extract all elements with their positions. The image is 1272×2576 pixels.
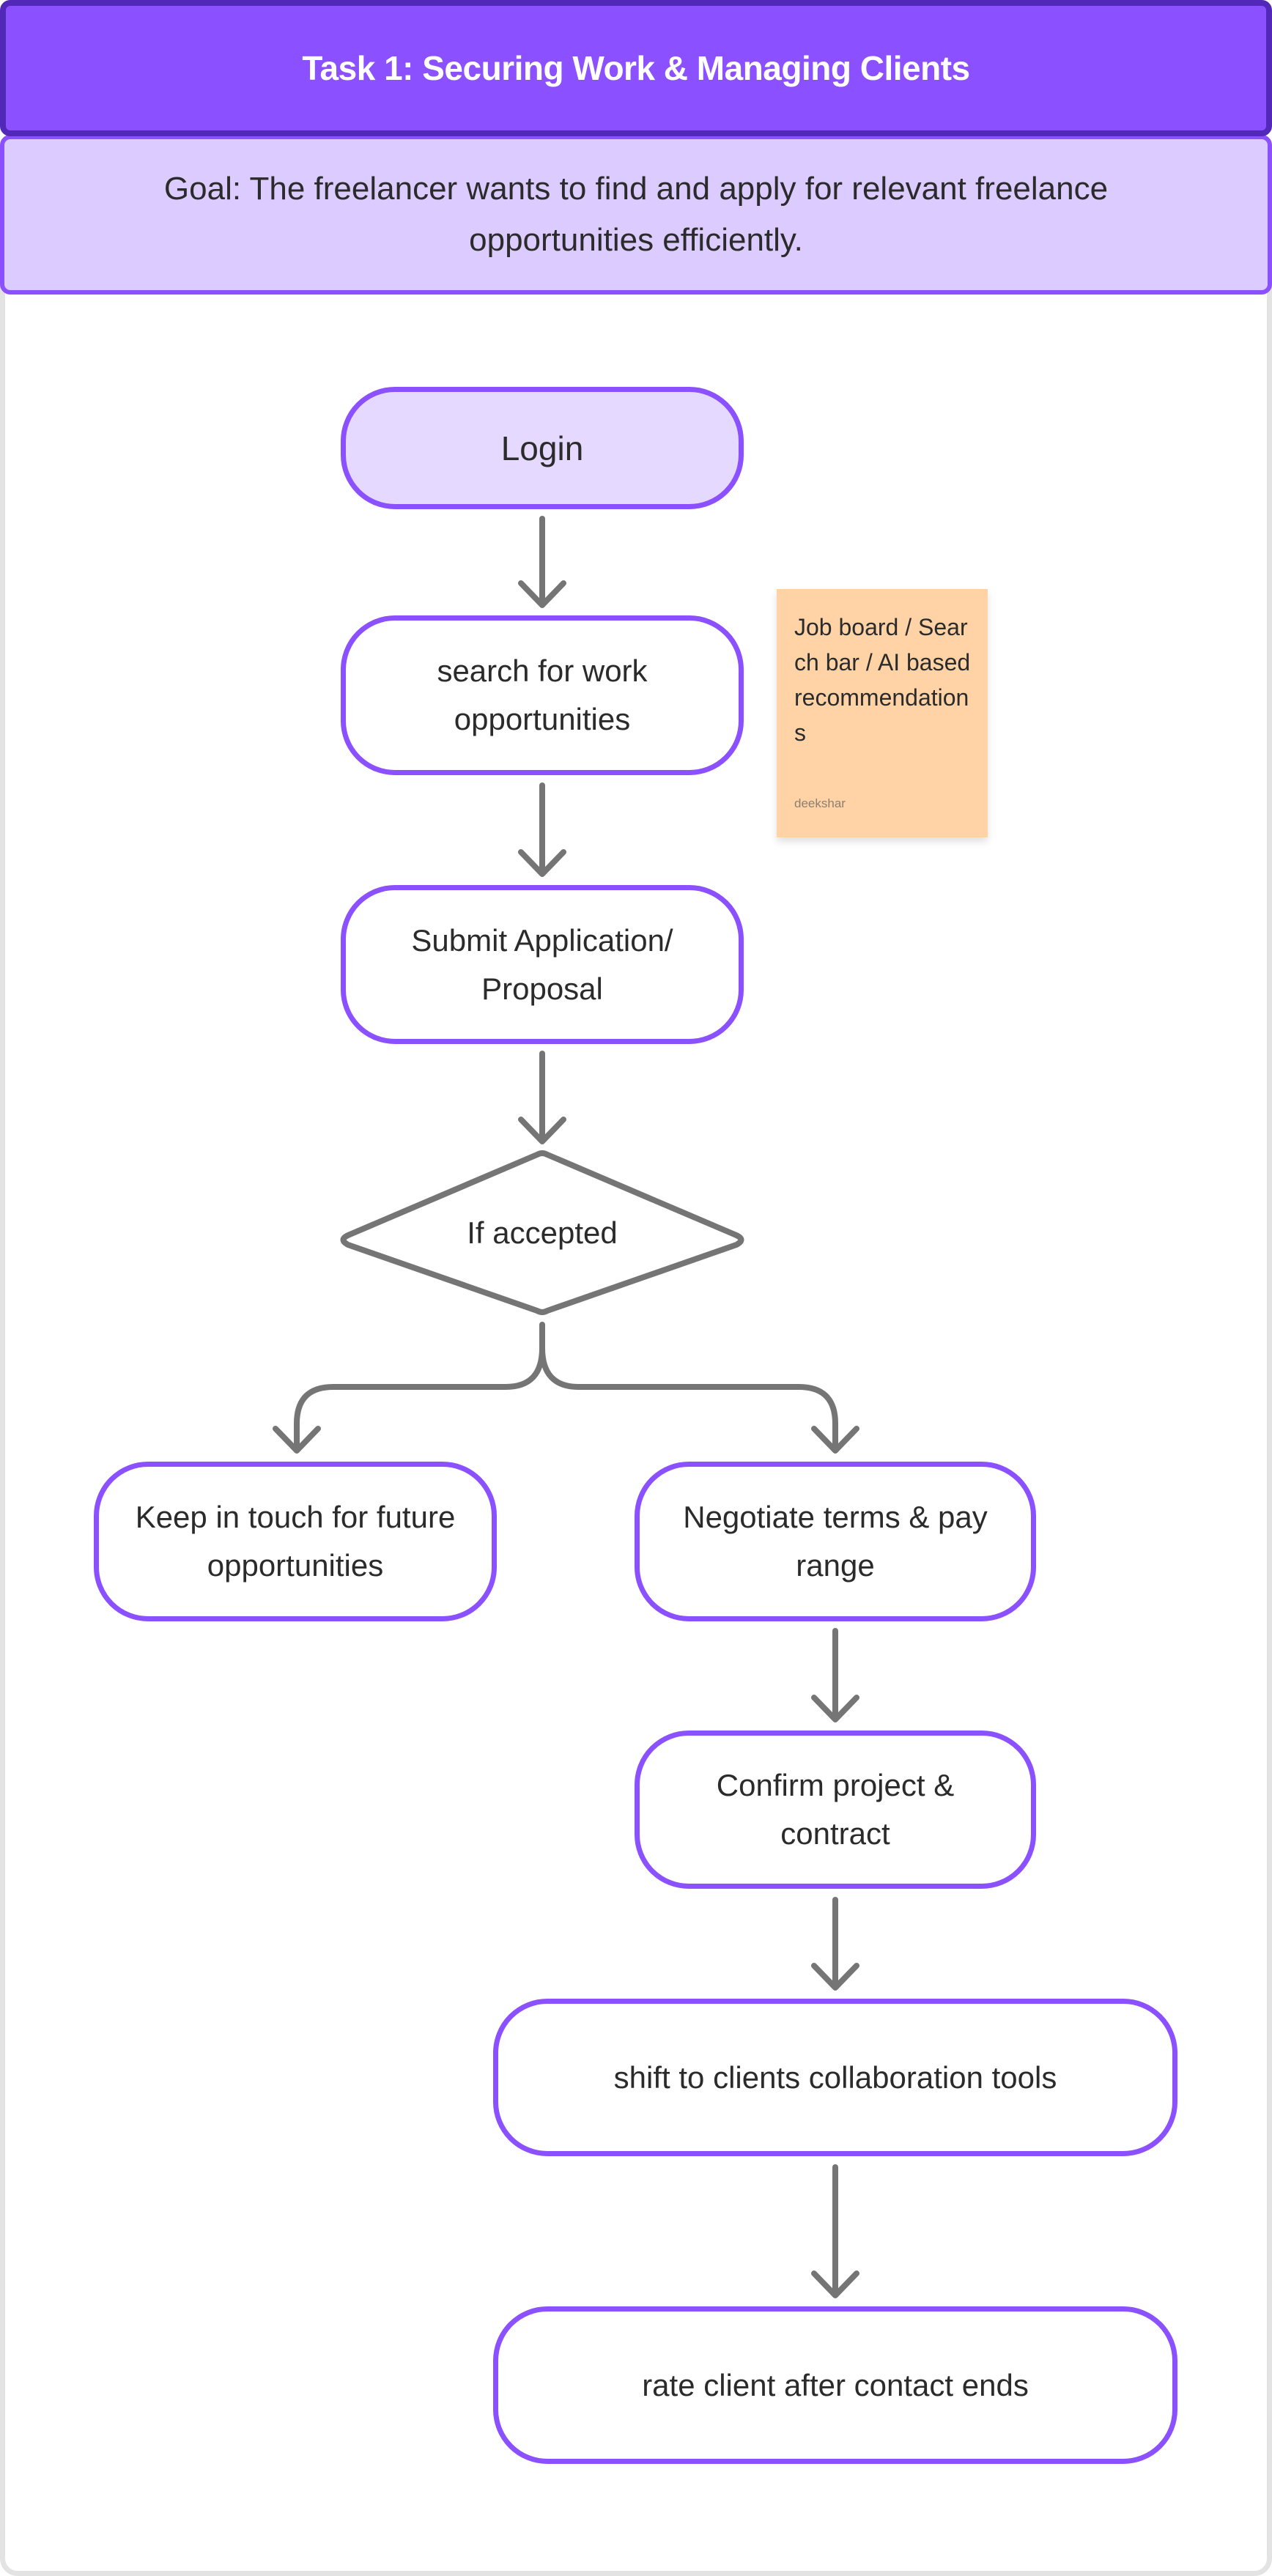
- connector-confirm-shift: [811, 1897, 859, 1991]
- node-shift-label: shift to clients collaboration tools: [613, 2059, 1057, 2095]
- node-login[interactable]: Login: [341, 387, 744, 509]
- connector-search-submit: [518, 782, 566, 877]
- arrowhead-icon: [518, 580, 566, 608]
- node-login-label: Login: [500, 429, 584, 467]
- connector-shift-rate: [811, 2164, 859, 2298]
- node-confirm-project[interactable]: Confirm project & contract: [635, 1731, 1036, 1889]
- arrowhead-icon: [811, 2270, 859, 2298]
- task-header: Task 1: Securing Work & Managing Clients: [0, 0, 1272, 136]
- arrowhead-icon: [518, 849, 566, 877]
- node-submit-label: Submit Application/ Proposal: [411, 922, 673, 1006]
- node-keep-in-touch[interactable]: Keep in touch for future opportunities: [94, 1462, 497, 1621]
- node-negotiate-terms[interactable]: Negotiate terms & pay range: [635, 1462, 1036, 1621]
- connector-decision-keep: [273, 1322, 545, 1454]
- goal-banner: Goal: The freelancer wants to find and a…: [0, 135, 1272, 295]
- arrowhead-icon: [811, 1426, 859, 1454]
- node-search-label: search for work opportunities: [437, 654, 648, 736]
- connector-login-search: [518, 516, 566, 608]
- task-title: Task 1: Securing Work & Managing Clients: [302, 49, 970, 87]
- arrowhead-icon: [811, 1695, 859, 1722]
- node-search-opportunities[interactable]: search for work opportunities: [341, 615, 744, 775]
- connector-negotiate-confirm: [811, 1628, 859, 1722]
- node-negotiate-label: Negotiate terms & pay range: [683, 1500, 988, 1583]
- connector-decision-negotiate: [539, 1345, 859, 1454]
- arrowhead-icon: [273, 1426, 321, 1454]
- decision-label: If accepted: [467, 1215, 618, 1250]
- sticky-note[interactable]: Job board / Search bar / AI based recomm…: [777, 589, 988, 837]
- node-rate-client[interactable]: rate client after contact ends: [493, 2306, 1177, 2464]
- node-submit-application[interactable]: Submit Application/ Proposal: [341, 885, 744, 1044]
- arrowhead-icon: [518, 1117, 566, 1144]
- node-confirm-label: Confirm project & contract: [716, 1768, 955, 1851]
- goal-text: Goal: The freelancer wants to find and a…: [163, 171, 1109, 258]
- decision-diamond: [340, 1150, 744, 1315]
- node-shift-collaboration[interactable]: shift to clients collaboration tools: [493, 1999, 1177, 2156]
- sticky-note-text: Job board / Search bar / AI based recomm…: [794, 614, 971, 746]
- node-keep-label: Keep in touch for future opportunities: [135, 1500, 456, 1583]
- connector-submit-decision: [518, 1051, 566, 1144]
- sticky-note-author: deekshar: [794, 796, 846, 810]
- node-rate-label: rate client after contact ends: [642, 2367, 1029, 2402]
- arrowhead-icon: [811, 1963, 859, 1991]
- decision-if-accepted[interactable]: If accepted: [341, 1152, 744, 1314]
